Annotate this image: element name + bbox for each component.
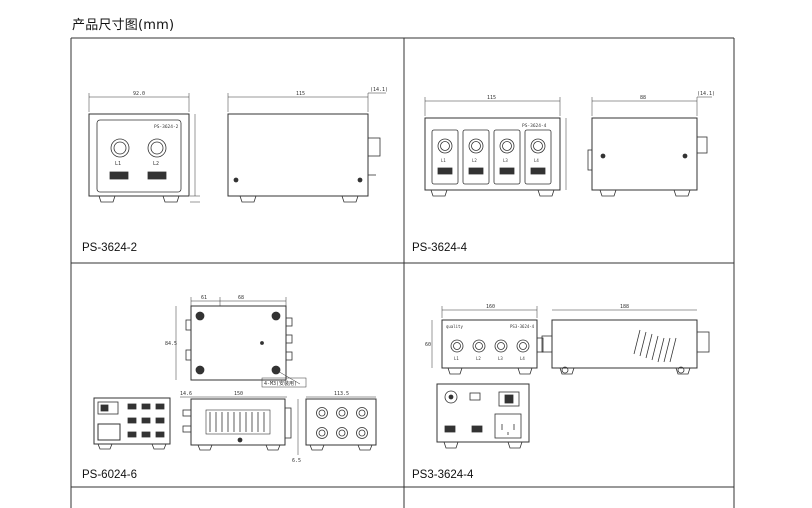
dim-c2-side-width: 88 [640,95,646,101]
c2-knob-l2: L2 [472,158,477,163]
dim-c1-protrusion: (14.1) [370,87,388,93]
c2-knob-l3: L3 [503,158,508,163]
dim-c3-side-a: 14.6 [180,391,192,397]
c4-knob-l3: L3 [498,356,503,361]
drawing-ps3-3624-4 [431,306,710,449]
c2-knob-l4: L4 [534,158,539,163]
c1-knob-l1: L1 [115,161,121,167]
c2-knob-l1: L1 [441,158,446,163]
dim-c1-front-width: 92.0 [133,91,145,97]
drawing-ps-3624-2 [88,92,386,203]
drawing-ps-3624-4 [424,96,712,197]
drawing-ps-6024-6 [93,297,377,455]
c2-model-label: PS-3624-4 [522,123,547,129]
product-label-ps-3624-2: PS-3624-2 [82,242,137,254]
product-label-ps-3624-4: PS-3624-4 [412,242,467,254]
dim-c3-left-height: 84.5 [165,341,177,347]
product-label-ps3-3624-4: PS3-3624-4 [412,469,474,481]
c4-knob-l4: L4 [520,356,525,361]
dim-c3-side-width: 150 [234,391,243,397]
c1-model-label: PS-3624-2 [154,124,179,130]
dim-c4-side-width: 188 [620,304,629,310]
c4-brand-label: quality [446,324,463,329]
c4-knob-l1: L1 [454,356,459,361]
dim-c4-height: 60 [425,342,431,348]
dim-c2-front-width: 115 [487,95,496,101]
dim-c3-bottom: 6.5 [292,458,301,464]
dim-c3-top-a: 61 [201,295,207,301]
c4-knob-l2: L2 [476,356,481,361]
dim-c2-protrusion: (14.1) [697,91,715,97]
dim-c3-top-b: 68 [238,295,244,301]
dim-c3-front-width: 113.5 [334,391,349,397]
dim-c4-front-width: 160 [486,304,495,310]
dim-c1-side-width: 115 [296,91,305,97]
c3-mount-note: 4-M3(安装用) [264,380,297,387]
c4-model-label: PS3-3624-4 [510,324,535,329]
page-title: 产品尺寸图(mm) [72,18,175,33]
product-label-ps-6024-6: PS-6024-6 [82,469,137,481]
c1-knob-l2: L2 [153,161,159,167]
